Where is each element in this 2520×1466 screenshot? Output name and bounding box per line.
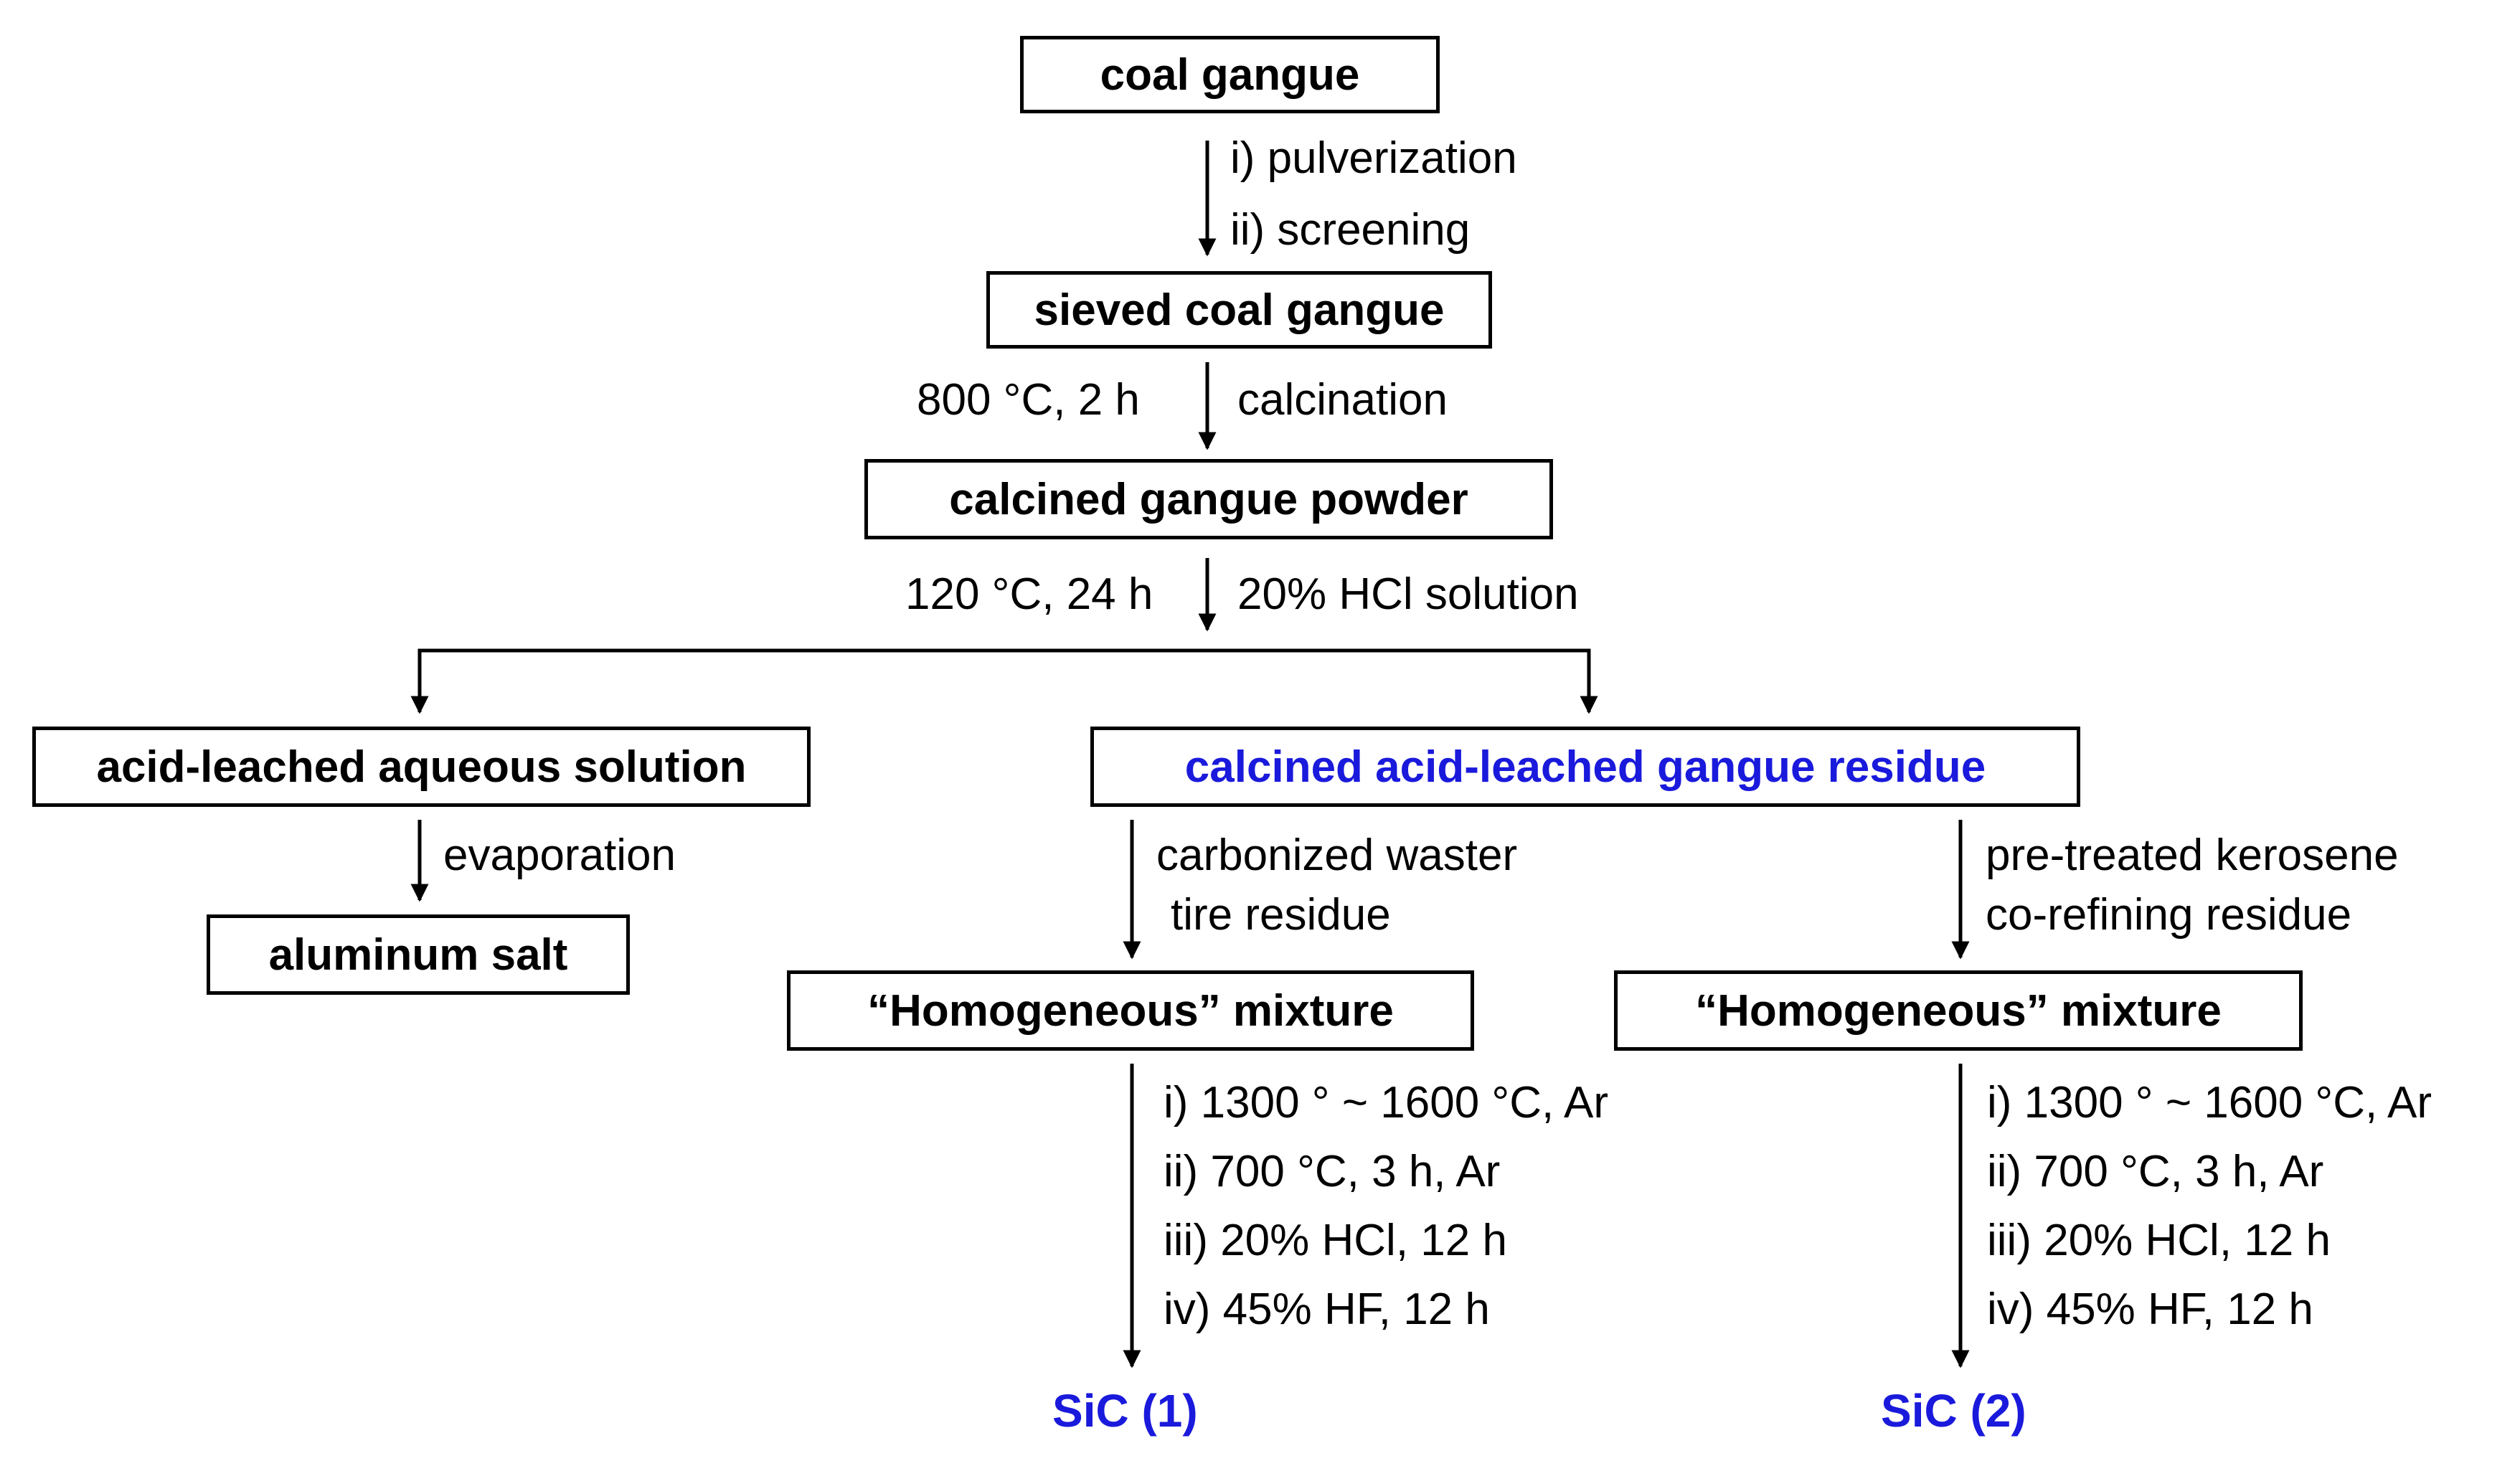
node-mixture-1-label: “Homogeneous” mixture	[867, 985, 1394, 1036]
node-coal-gangue-label: coal gangue	[1100, 49, 1360, 100]
node-acid-leached-solution: acid-leached aqueous solution	[32, 727, 811, 807]
node-coal-gangue: coal gangue	[1020, 36, 1440, 113]
result-sic-2: SiC (2)	[1881, 1385, 2026, 1437]
split-bar	[417, 648, 1598, 714]
step-1-1: i) 1300 ° ~ 1600 °C, Ar	[1164, 1078, 1608, 1127]
label-tire-residue-2: tire residue	[1171, 890, 1391, 940]
node-calcined-powder-label: calcined gangue powder	[949, 474, 1468, 524]
node-sieved-label: sieved coal gangue	[1034, 285, 1445, 335]
node-acid-solution-label: acid-leached aqueous solution	[96, 742, 747, 792]
label-hcl-conditions: 120 °C, 24 h	[905, 569, 1153, 619]
label-evaporation: evaporation	[443, 831, 676, 880]
node-calcined-gangue-powder: calcined gangue powder	[864, 459, 1553, 539]
node-aluminum-salt-label: aluminum salt	[268, 930, 568, 980]
label-kerosene-1: pre-treated kerosene	[1986, 831, 2399, 880]
result-sic-1: SiC (1)	[1052, 1385, 1198, 1437]
node-acid-leached-residue: calcined acid-leached gangue residue	[1090, 727, 2080, 807]
label-calcination-conditions: 800 °C, 2 h	[917, 375, 1140, 425]
step-2-2: ii) 700 °C, 3 h, Ar	[1987, 1147, 2324, 1196]
step-1-2: ii) 700 °C, 3 h, Ar	[1164, 1147, 1501, 1196]
node-mixture-2: “Homogeneous” mixture	[1614, 970, 2303, 1051]
node-acid-residue-label: calcined acid-leached gangue residue	[1184, 742, 1986, 792]
step-2-1: i) 1300 ° ~ 1600 °C, Ar	[1987, 1078, 2432, 1127]
step-2-4: iv) 45% HF, 12 h	[1987, 1285, 2313, 1334]
process-steps-2: i) 1300 ° ~ 1600 °C, Ar ii) 700 °C, 3 h,…	[1987, 1069, 2432, 1344]
process-steps-1: i) 1300 ° ~ 1600 °C, Ar ii) 700 °C, 3 h,…	[1164, 1069, 1608, 1344]
label-screening: ii) screening	[1230, 205, 1471, 255]
label-calcination: calcination	[1237, 375, 1448, 425]
node-aluminum-salt: aluminum salt	[207, 914, 630, 995]
node-sieved-coal-gangue: sieved coal gangue	[986, 271, 1492, 349]
label-tire-residue-1: carbonized waster	[1156, 831, 1518, 880]
label-kerosene-2: co-refining residue	[1986, 890, 2352, 940]
node-mixture-2-label: “Homogeneous” mixture	[1695, 985, 2222, 1036]
step-2-3: iii) 20% HCl, 12 h	[1987, 1216, 2331, 1265]
node-mixture-1: “Homogeneous” mixture	[787, 970, 1474, 1051]
step-1-3: iii) 20% HCl, 12 h	[1164, 1216, 1507, 1265]
step-1-4: iv) 45% HF, 12 h	[1164, 1285, 1490, 1334]
label-hcl-solution: 20% HCl solution	[1237, 569, 1579, 619]
label-pulverization: i) pulverization	[1230, 133, 1517, 183]
